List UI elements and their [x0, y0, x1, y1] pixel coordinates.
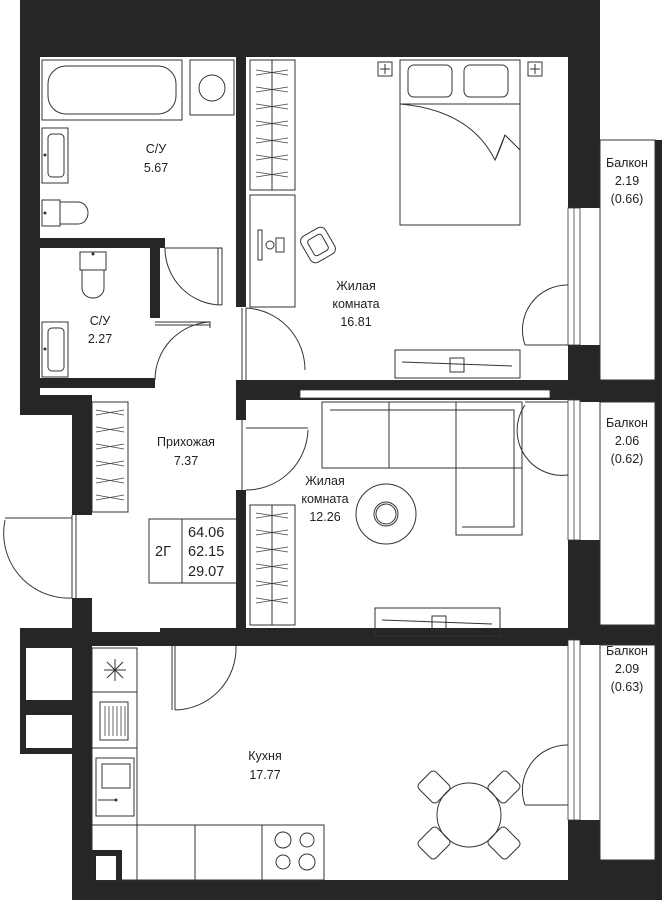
- wardrobe-icon: [91, 401, 129, 513]
- svg-text:Жилая: Жилая: [305, 474, 345, 488]
- svg-text:Кухня: Кухня: [248, 749, 281, 763]
- kitchen-label: Кухня 17.77: [248, 749, 281, 782]
- toilet-icon: [79, 251, 107, 299]
- svg-text:2.06: 2.06: [615, 434, 639, 448]
- living-total: 62.15: [188, 544, 224, 560]
- apartment-type: 2Г: [155, 544, 171, 560]
- hood-icon: [104, 659, 126, 681]
- round-table-icon: [355, 483, 417, 545]
- desk-icon: [249, 194, 296, 308]
- svg-text:комната: комната: [301, 492, 348, 506]
- svg-text:Балкон: Балкон: [606, 416, 648, 430]
- wardrobe-icon: [249, 59, 296, 191]
- living-room-label: Жилая комната 12.26: [301, 474, 348, 524]
- bathtub-icon: [41, 59, 183, 121]
- balcony-1-label: Балкон 2.19 (0.66): [606, 156, 648, 206]
- window-icon: [299, 207, 581, 821]
- bedroom-label: Жилая комната 16.81: [332, 279, 379, 329]
- toilet-icon: [41, 199, 89, 227]
- balcony-2-label: Балкон 2.06 (0.62): [606, 416, 648, 466]
- bathroom-2-label: С/У 2.27: [88, 314, 112, 346]
- chair-icon: [300, 226, 336, 264]
- svg-text:С/У: С/У: [90, 314, 111, 328]
- total-area: 64.06: [188, 525, 224, 541]
- refrigerator-icon: [92, 850, 122, 880]
- lamp-icon: [377, 61, 543, 77]
- svg-text:Балкон: Балкон: [606, 156, 648, 170]
- bed-icon: [399, 59, 521, 226]
- svg-text:2.19: 2.19: [615, 174, 639, 188]
- dining-table-icon: [417, 770, 521, 860]
- balcony-outlines: [599, 139, 656, 861]
- svg-text:Балкон: Балкон: [606, 644, 648, 658]
- svg-text:(0.62): (0.62): [611, 452, 644, 466]
- svg-text:2.27: 2.27: [88, 332, 112, 346]
- apartment-summary: 2Г 64.06 62.15 29.07: [148, 518, 238, 584]
- svg-text:12.26: 12.26: [309, 510, 340, 524]
- walls: [20, 0, 662, 900]
- sofa-icon: [321, 401, 523, 536]
- wardrobe-icon: [249, 504, 296, 626]
- stove-icon: [274, 831, 316, 871]
- sink-icon: [41, 127, 69, 184]
- dishwasher-icon: [99, 701, 129, 741]
- svg-text:7.37: 7.37: [174, 454, 198, 468]
- svg-text:16.81: 16.81: [340, 315, 371, 329]
- balcony-3-label: Балкон 2.09 (0.63): [606, 644, 648, 694]
- door-icon: [3, 247, 569, 806]
- living-area: 29.07: [188, 564, 224, 580]
- svg-text:Жилая: Жилая: [336, 279, 376, 293]
- bathroom-1-label: С/У 5.67: [144, 142, 168, 175]
- svg-text:(0.66): (0.66): [611, 192, 644, 206]
- svg-text:2.09: 2.09: [615, 662, 639, 676]
- sink-icon: [95, 757, 135, 817]
- svg-text:5.67: 5.67: [144, 161, 168, 175]
- sink-icon: [41, 321, 69, 378]
- svg-text:(0.63): (0.63): [611, 680, 644, 694]
- svg-text:комната: комната: [332, 297, 379, 311]
- svg-text:С/У: С/У: [146, 142, 167, 156]
- hallway-label: Прихожая 7.37: [157, 435, 215, 468]
- svg-text:Прихожая: Прихожая: [157, 435, 215, 449]
- svg-text:17.77: 17.77: [249, 768, 280, 782]
- tv-stand-icon: [394, 349, 521, 379]
- tv-stand-icon: [374, 607, 501, 637]
- washing-machine-icon: [189, 59, 235, 116]
